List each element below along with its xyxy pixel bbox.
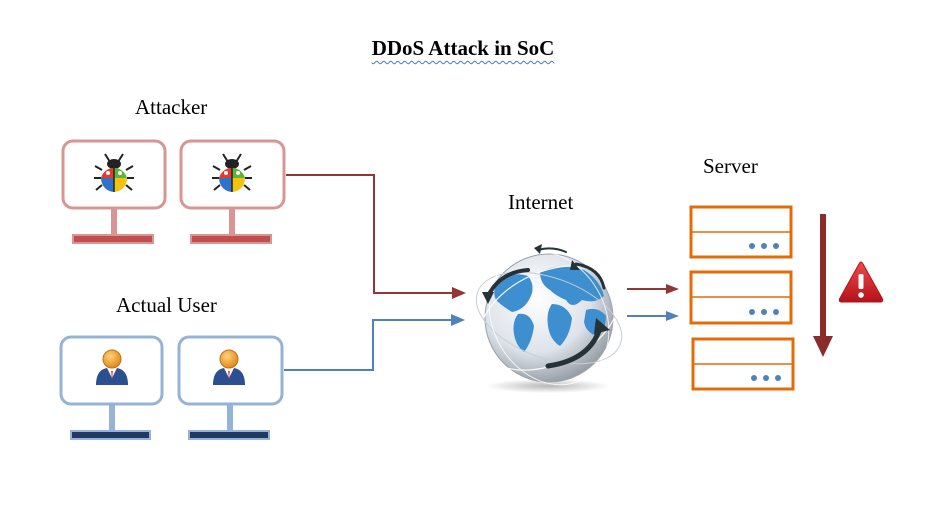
internet-to-server-attack-arrow	[627, 284, 679, 294]
actual-user-label: Actual User	[116, 293, 217, 317]
server-unit-1	[689, 205, 793, 259]
server-unit-2	[689, 270, 793, 325]
person-icon	[213, 349, 245, 385]
server-rack-icon	[689, 205, 795, 391]
attacker-label: Attacker	[135, 95, 208, 119]
attacker-to-internet-arrow	[286, 174, 466, 299]
server-unit-3	[691, 337, 795, 391]
user-to-internet-arrow	[284, 314, 465, 371]
warning-icon	[838, 261, 884, 303]
person-icon	[96, 349, 128, 385]
overload-down-arrow	[813, 214, 833, 357]
diagram-title: DDoS Attack in SoC	[371, 36, 555, 60]
bug-icon	[94, 153, 134, 192]
bug-icon	[212, 153, 252, 192]
globe-icon	[475, 244, 623, 393]
internet-to-server-user-arrow	[627, 311, 679, 321]
internet-label: Internet	[508, 190, 574, 214]
server-label: Server	[703, 154, 758, 178]
